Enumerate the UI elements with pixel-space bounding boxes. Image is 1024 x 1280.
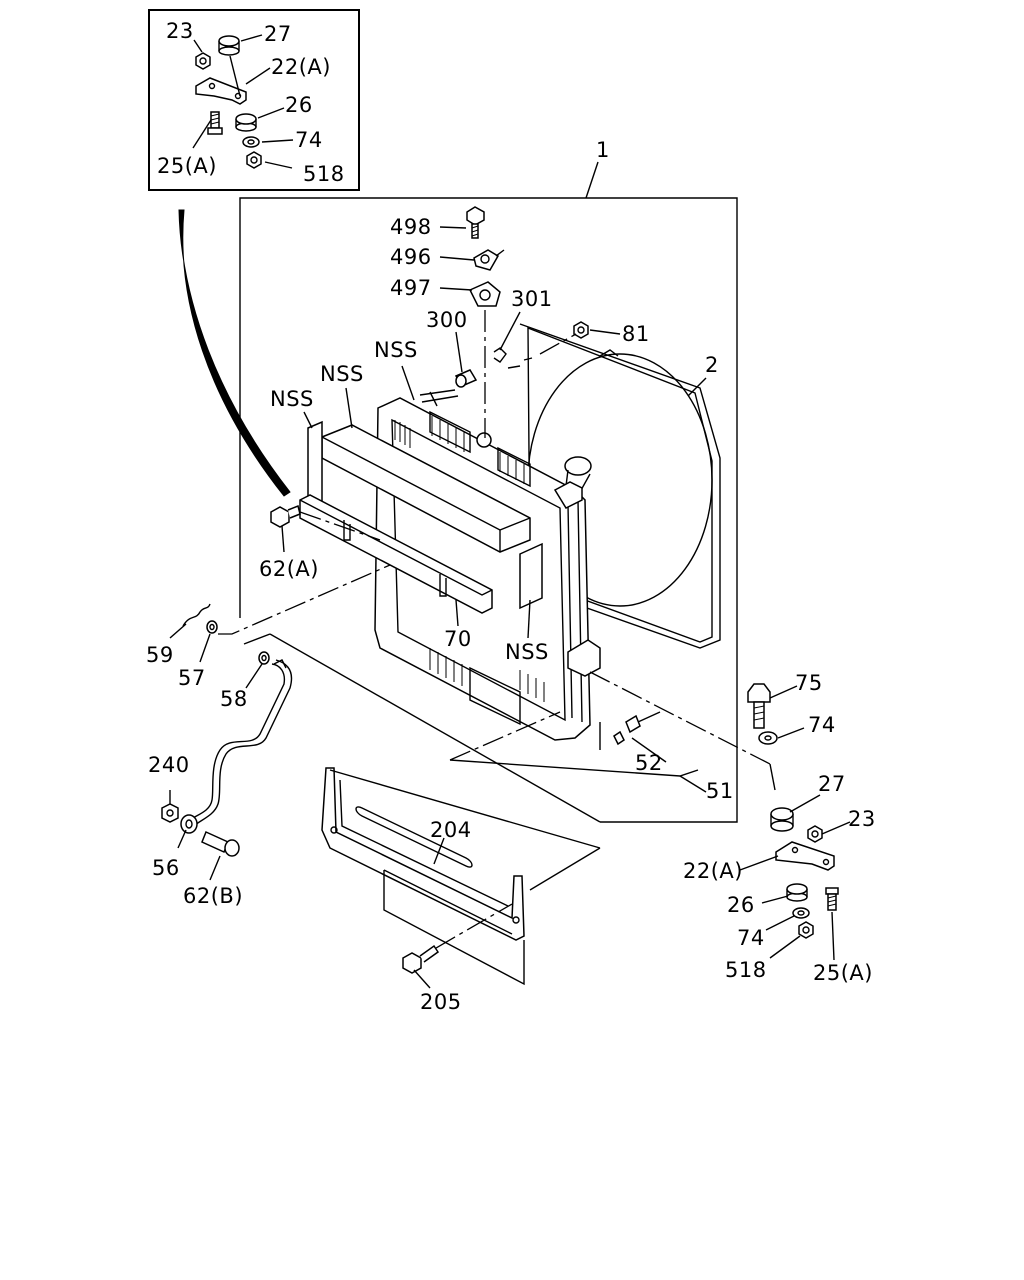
label-inset-23: 23 [166, 19, 194, 43]
nut-240 [161, 803, 179, 823]
nut-23-right [807, 825, 823, 843]
bolt-300 [454, 369, 478, 388]
label-240: 240 [148, 753, 190, 777]
label-57: 57 [178, 666, 206, 690]
part-labels: 23 27 22(A) 26 25(A) 74 518 1 498 496 49… [146, 19, 876, 1014]
label-23: 23 [848, 807, 876, 831]
washer-74-right-lower [792, 907, 810, 919]
label-52: 52 [635, 751, 663, 775]
upper-tank-fins [394, 410, 531, 488]
label-75: 75 [795, 671, 823, 695]
label-26: 26 [727, 893, 755, 917]
label-inset-26: 26 [285, 93, 313, 117]
label-inset-27: 27 [264, 22, 292, 46]
label-301: 301 [511, 287, 553, 311]
label-inset-74: 74 [295, 128, 323, 152]
bracket-22a-right [775, 841, 835, 871]
label-nss-4: NSS [505, 640, 549, 664]
label-498: 498 [390, 215, 432, 239]
label-22a: 22(A) [683, 859, 743, 883]
label-58: 58 [220, 687, 248, 711]
nut-81 [573, 321, 589, 339]
label-nss-2: NSS [320, 362, 364, 386]
clip-52 [613, 711, 661, 746]
lower-bracket-204 [321, 767, 525, 986]
label-62b: 62(B) [183, 884, 243, 908]
hardware-left [161, 504, 601, 857]
washer-74-right [758, 731, 778, 745]
inset-bolt-25a [207, 111, 223, 135]
bolt-498 [466, 206, 485, 239]
label-497: 497 [390, 276, 432, 300]
reference-arrow [178, 209, 291, 497]
inset-washer-74 [242, 136, 260, 148]
label-204: 204 [430, 818, 472, 842]
label-27: 27 [818, 772, 846, 796]
label-nss-1: NSS [374, 338, 418, 362]
label-56: 56 [152, 856, 180, 880]
bolt-75 [747, 683, 771, 729]
label-1: 1 [596, 138, 610, 162]
label-59: 59 [146, 643, 174, 667]
hardware-top [419, 206, 589, 438]
label-496: 496 [390, 245, 432, 269]
seal-baffle-70 [299, 420, 543, 614]
inset-cushion-26 [235, 113, 257, 132]
clamp-496 [473, 249, 505, 271]
bolt-25a-right [825, 887, 839, 911]
inset-mount-detail [148, 9, 360, 191]
inset-nut-518 [246, 151, 262, 169]
hardware-right [449, 671, 839, 939]
inset-bracket-22a [195, 77, 247, 105]
label-nss-3: NSS [270, 387, 314, 411]
clamp-56 [180, 814, 198, 834]
label-51: 51 [706, 779, 734, 803]
label-518: 518 [725, 958, 767, 982]
bolt-62a [270, 504, 301, 528]
label-300: 300 [426, 308, 468, 332]
bolt-62b [201, 830, 240, 857]
nut-518-right [798, 921, 814, 939]
hose-59 [182, 603, 211, 627]
label-74-lower: 74 [737, 926, 765, 950]
label-62a: 62(A) [259, 557, 319, 581]
inset-nut-23 [195, 52, 211, 70]
leader-lines [169, 161, 851, 989]
gasket-497 [468, 281, 501, 307]
assembly-frame [239, 197, 738, 823]
label-81: 81 [622, 322, 650, 346]
label-inset-518: 518 [303, 162, 345, 186]
label-74-right: 74 [808, 713, 836, 737]
washer-58 [258, 651, 270, 665]
clip-301 [493, 347, 507, 363]
inset-cushion-27 [218, 35, 240, 56]
bolt-205 [402, 944, 440, 974]
label-inset-25a: 25(A) [157, 154, 217, 178]
label-70: 70 [444, 627, 472, 651]
inset-frame [148, 9, 360, 191]
top-bracket [553, 481, 583, 509]
drain-pipe [189, 663, 286, 821]
label-205: 205 [420, 990, 462, 1014]
lower-tank-fins [429, 648, 545, 726]
cushion-27-right [770, 807, 794, 832]
label-2: 2 [705, 353, 719, 377]
side-bracket [567, 639, 601, 677]
label-inset-22a: 22(A) [271, 55, 331, 79]
label-25a: 25(A) [813, 961, 873, 985]
cushion-26-right [786, 883, 808, 902]
washer-57 [206, 620, 218, 634]
